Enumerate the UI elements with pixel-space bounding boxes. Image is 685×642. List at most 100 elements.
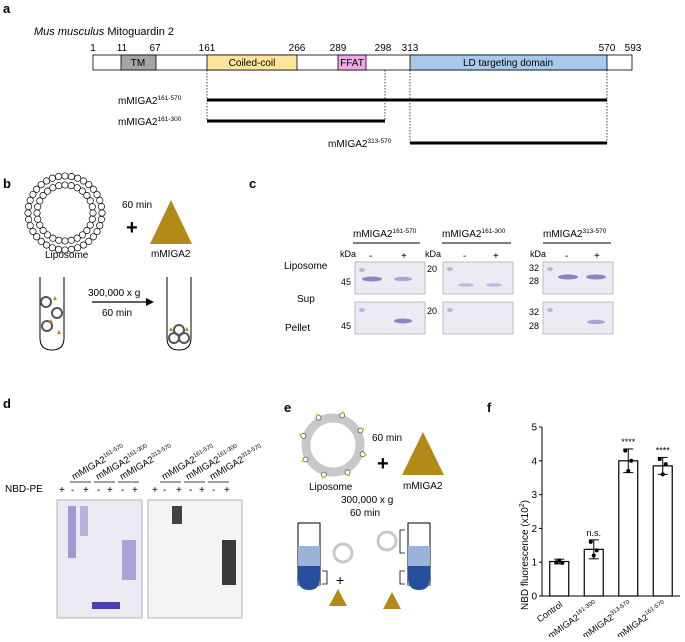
nbd-lipid: [302, 456, 309, 463]
significance-label: n.s.: [586, 528, 601, 538]
time-label: 60 min: [122, 200, 152, 211]
y-tick-label: 4: [531, 456, 537, 467]
data-point: [660, 472, 665, 477]
lane-plus: +: [401, 251, 407, 262]
vesicle-icon: [376, 530, 398, 552]
lipid-head: [88, 203, 96, 211]
lane-sign: +: [199, 485, 205, 496]
protein-dot-icon: [49, 319, 53, 323]
lipid-head: [33, 209, 41, 217]
marker-label: 32: [529, 307, 539, 317]
bar: [652, 465, 673, 597]
lane-minus: -: [369, 251, 372, 262]
lipid-head: [39, 191, 47, 200]
gel-smear: [122, 540, 136, 580]
marker-label: 32: [529, 263, 539, 273]
lipid-head: [67, 236, 75, 244]
protein-dot-icon: [185, 327, 189, 331]
lipid-head: [42, 241, 51, 249]
y-tick-label: 2: [531, 524, 537, 535]
lipid-head: [73, 184, 81, 192]
liposome-row-label: Liposome: [284, 261, 328, 272]
lipid-head: [93, 190, 101, 199]
lipid-head: [67, 173, 75, 181]
panel-letter-c: c: [249, 176, 256, 191]
y-axis-label: NBD fluorescence (x102): [519, 500, 531, 610]
ffat-domain: [337, 54, 367, 71]
band: [394, 276, 412, 282]
data-point: [629, 458, 634, 463]
lipid-head: [55, 182, 63, 190]
construct-label: mMIGA2313-570: [543, 228, 607, 240]
nbd-dot: [315, 413, 319, 417]
lipid-head: [34, 215, 42, 223]
band: [362, 276, 382, 282]
lane-plus: +: [493, 251, 499, 262]
marker-band: [547, 308, 553, 312]
kda-label: kDa: [425, 249, 441, 259]
lipid-head: [67, 182, 75, 190]
nbd-pe-label: NBD-PE: [5, 484, 43, 495]
panel-d: d NBD-PE mMIGA2161-570 mMIGA2161-300 mMI…: [3, 396, 263, 619]
data-point: [626, 468, 631, 473]
data-point: [663, 462, 668, 467]
lipid-head: [29, 227, 37, 236]
marker-label: 20: [427, 306, 437, 316]
gel-pellet-2: [442, 301, 514, 335]
panel-c: c Liposome Sup Pellet mMIGA2161-570 kDa …: [249, 176, 614, 335]
gel-sup-2: [442, 261, 514, 295]
gel-pellet-3: [542, 301, 614, 335]
panel-letter-d: d: [3, 396, 11, 411]
y-tick-label: 3: [531, 490, 537, 501]
lipid-head: [55, 236, 63, 244]
lane-sign: +: [107, 485, 113, 496]
lipid-head: [36, 197, 44, 205]
pos-label: 11: [117, 43, 128, 54]
nbd-dot: [299, 433, 302, 437]
construct-label: mMIGA2161-300: [118, 116, 182, 128]
lipid-head: [83, 191, 91, 200]
sup-label: Sup: [297, 294, 315, 305]
lipid-head: [97, 215, 105, 223]
arrow-head-icon: [146, 298, 154, 306]
lane-sign: +: [132, 485, 138, 496]
lipid-head: [89, 185, 97, 193]
marker-band: [359, 308, 365, 312]
time-label: 60 min: [350, 508, 380, 519]
nbd-dot: [341, 411, 345, 414]
pos-label: 1: [90, 43, 96, 54]
kda-label: kDa: [340, 249, 356, 259]
lipid-head: [96, 196, 104, 204]
nbd-lipid: [315, 414, 322, 421]
lipid-head: [93, 227, 101, 236]
plus-sign: +: [126, 217, 138, 239]
protein-label: mMIGA2: [403, 481, 443, 492]
protein-triangle-icon: [150, 200, 192, 244]
vesicle-icon: [51, 307, 63, 319]
gradient-bottom: [298, 566, 320, 590]
protein-dot-icon: [53, 296, 57, 300]
lane-sign: +: [224, 485, 230, 496]
bar-chart: 012345Controln.s.mMIGA2161-300****mMIGA2…: [531, 423, 680, 641]
lipid-head: [96, 222, 104, 230]
construct-label: mMIGA2161-570: [353, 228, 417, 240]
tube-icon: [166, 277, 192, 351]
marker-band: [359, 268, 365, 272]
panel-e: e Liposome 60 min + mMIGA2 300,000 x g 6…: [284, 400, 444, 609]
band: [558, 274, 578, 280]
lipid-head: [86, 197, 94, 205]
lane-sign: -: [71, 485, 74, 496]
lipid-head: [83, 226, 91, 235]
band: [458, 283, 474, 287]
nbd-lipid: [359, 451, 366, 458]
band: [587, 319, 605, 325]
panel-letter-e: e: [284, 400, 291, 415]
nbd-lipid: [300, 432, 307, 439]
svg-text:Mus musculus Mitoguardin 2: Mus musculus Mitoguardin 2: [34, 26, 174, 38]
data-point: [623, 448, 628, 453]
lipid-head: [89, 233, 97, 241]
y-tick-label: 0: [531, 592, 537, 603]
bracket: [399, 529, 405, 554]
pos-label: 593: [625, 43, 642, 54]
